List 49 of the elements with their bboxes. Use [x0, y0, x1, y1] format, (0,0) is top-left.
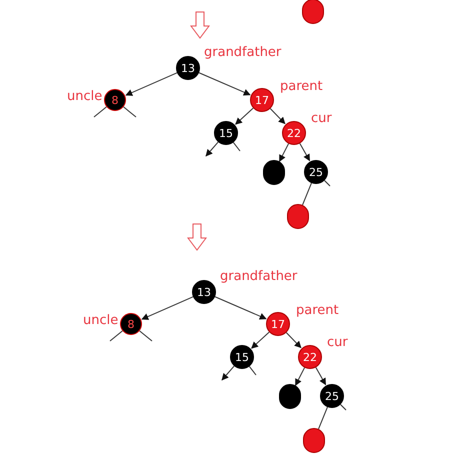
empty-node — [287, 204, 309, 228]
tree-node: 22 — [298, 345, 322, 369]
tree-node: 17 — [250, 88, 274, 112]
tree-node: 25 — [320, 384, 344, 408]
connector-line — [340, 404, 346, 410]
empty-node — [303, 428, 325, 452]
connector-line — [94, 106, 107, 118]
arrow — [235, 108, 254, 125]
arrow — [251, 332, 270, 349]
arrow — [222, 366, 235, 381]
arrow — [299, 142, 310, 162]
empty-node — [279, 384, 301, 408]
arrow — [141, 296, 194, 320]
tree-node: 8 — [104, 89, 126, 111]
node-label: grandfather — [220, 270, 298, 283]
tree-node: 25 — [304, 160, 328, 184]
connector-line — [123, 106, 136, 118]
tree-node: 17 — [266, 312, 290, 336]
empty-node — [263, 160, 285, 184]
tree-node: 15 — [214, 121, 238, 145]
tree-node: 13 — [192, 280, 216, 304]
tree-node: 8 — [120, 313, 142, 335]
tree-node: 22 — [282, 121, 306, 145]
connector-line — [139, 330, 152, 342]
connector-line — [302, 182, 312, 206]
arrow — [294, 367, 306, 386]
node-label: cur — [327, 336, 348, 349]
node-label: uncle — [83, 314, 118, 327]
node-label: cur — [311, 112, 332, 125]
node-label: parent — [296, 304, 339, 317]
node-label: grandfather — [204, 46, 282, 59]
connector-line — [324, 180, 330, 186]
tree-node: 15 — [230, 345, 254, 369]
arrow — [270, 108, 286, 124]
arrow — [214, 296, 267, 320]
arrow — [206, 142, 219, 157]
connector-line — [248, 366, 256, 376]
arrow — [278, 143, 290, 162]
arrow — [286, 332, 302, 348]
arrow — [198, 72, 251, 96]
node-label: parent — [280, 80, 323, 93]
arrow — [125, 72, 178, 96]
empty-node — [302, 0, 324, 24]
connector-line — [110, 330, 123, 342]
arrow — [315, 366, 326, 386]
connector-line — [318, 406, 328, 430]
connector-line — [232, 142, 240, 152]
node-label: uncle — [67, 90, 102, 103]
tree-node: 13 — [176, 56, 200, 80]
